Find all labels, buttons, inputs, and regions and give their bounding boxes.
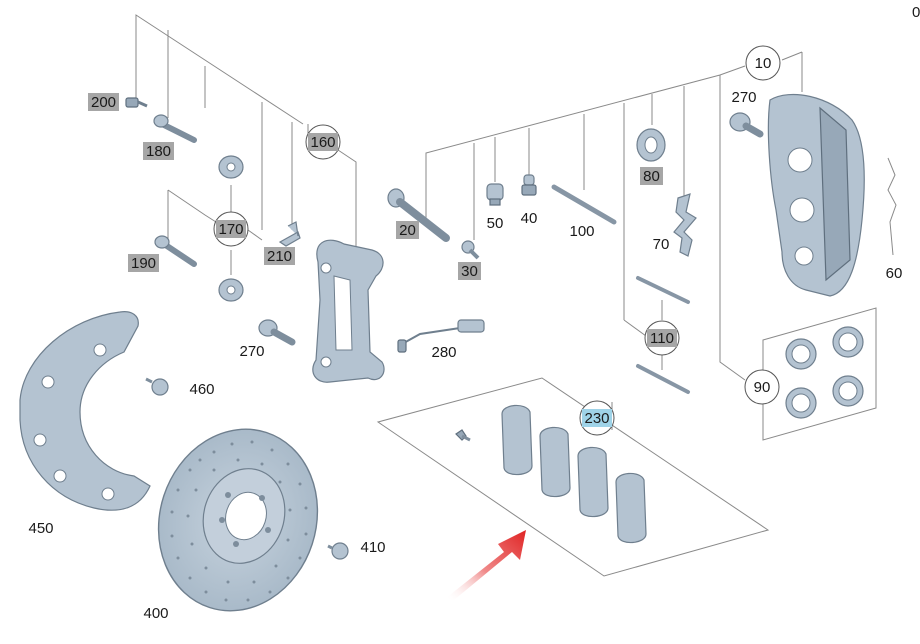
screw-460	[145, 377, 169, 396]
red-arrow-icon	[446, 530, 526, 600]
bolt-270-left	[258, 319, 296, 346]
label-80: 80	[643, 168, 660, 185]
callout-170[interactable]: 170	[213, 211, 249, 247]
guide-pin-20	[387, 188, 450, 242]
callout-10[interactable]: 10	[745, 45, 781, 81]
label-60[interactable]: 60	[886, 265, 903, 282]
bolt-180	[153, 114, 197, 143]
label-30: 30	[461, 263, 478, 280]
callout-90[interactable]: 90	[744, 369, 780, 405]
callout-20[interactable]: 20	[396, 221, 419, 239]
label-180: 180	[146, 143, 171, 160]
label-40[interactable]: 40	[521, 210, 538, 227]
label-90: 90	[754, 379, 771, 396]
callout-80[interactable]: 80	[640, 167, 663, 185]
callout-230[interactable]: 230	[579, 400, 615, 436]
spring-70	[673, 193, 697, 257]
label-230: 230	[584, 410, 609, 427]
cap-50	[486, 183, 504, 206]
callout-200[interactable]: 200	[88, 93, 119, 111]
corner-label: 0	[912, 4, 920, 21]
seal-kit-90	[785, 326, 864, 419]
label-450[interactable]: 450	[28, 520, 53, 537]
dust-shield-450	[19, 311, 151, 511]
wear-sensor-280	[397, 319, 485, 353]
pins-110	[636, 276, 690, 394]
label-70[interactable]: 70	[653, 236, 670, 253]
leader-lines	[135, 14, 897, 577]
callout-30[interactable]: 30	[458, 262, 481, 280]
label-170: 170	[218, 221, 243, 238]
clip-210	[278, 221, 301, 247]
caliper-10	[767, 93, 865, 297]
brake-disc-400	[157, 428, 319, 612]
bleeder-30	[461, 240, 480, 260]
callout-210[interactable]: 210	[264, 247, 295, 265]
valve-40	[521, 174, 537, 196]
bolt-190	[154, 235, 197, 267]
label-270-right[interactable]: 270	[731, 89, 756, 106]
bolt-270-right	[729, 112, 764, 138]
callout-160[interactable]: 160	[305, 124, 341, 160]
screw-410	[327, 542, 349, 560]
callout-190[interactable]: 190	[128, 254, 159, 272]
label-410[interactable]: 410	[360, 539, 385, 556]
pin-100	[551, 184, 617, 225]
label-190: 190	[131, 255, 156, 272]
label-400[interactable]: 400	[143, 605, 168, 622]
label-460[interactable]: 460	[189, 381, 214, 398]
label-210: 210	[267, 248, 292, 265]
label-270-left[interactable]: 270	[239, 343, 264, 360]
bushing-170	[218, 155, 244, 302]
brake-pads-230	[455, 404, 647, 544]
label-200: 200	[91, 94, 116, 111]
label-50[interactable]: 50	[487, 215, 504, 232]
caliper-bracket	[312, 239, 385, 383]
screw-200	[125, 97, 148, 108]
label-110: 110	[650, 330, 674, 347]
label-100[interactable]: 100	[569, 223, 594, 240]
label-160: 160	[310, 134, 335, 151]
seal-ring-80	[636, 128, 666, 162]
callout-180[interactable]: 180	[143, 142, 174, 160]
callout-110[interactable]: 110	[644, 320, 680, 356]
label-280[interactable]: 280	[431, 344, 456, 361]
label-10: 10	[755, 55, 772, 72]
label-20: 20	[399, 222, 416, 239]
